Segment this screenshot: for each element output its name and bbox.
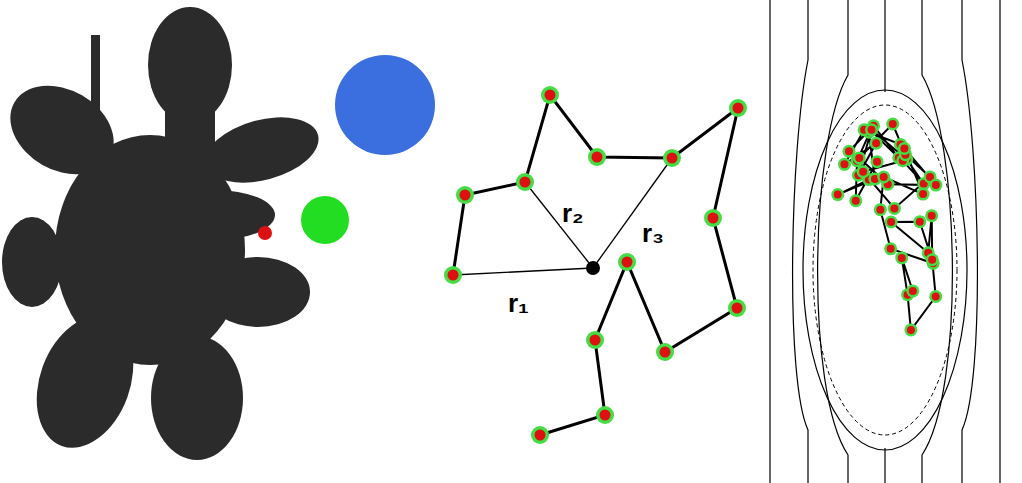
bead-halo [838,158,851,171]
bead-halo [663,149,681,167]
bead-core [916,218,924,226]
bead-halo [913,215,926,228]
flow-lines [770,0,1000,483]
bead-halo [888,202,901,215]
bead-halo [871,155,884,168]
bead-core [600,410,611,421]
bead-core [708,213,719,224]
polymer-chain [453,95,738,435]
bead-core [872,139,880,147]
bead-core [873,158,881,166]
bead-halo [898,142,911,155]
medium-particle [301,196,349,244]
chain-beads [444,86,747,444]
bead-halo [857,165,870,178]
bead-core [928,256,936,264]
bead-halo [704,209,722,227]
bead-halo [849,194,862,207]
bead-core [592,152,603,163]
bead-halo [870,137,883,150]
bead-core [880,173,888,181]
sphere-boundary [813,105,957,435]
bead-halo [541,86,559,104]
bead-halo [444,266,462,284]
bead-core [545,90,556,101]
bead-halo [886,117,899,130]
distance-lines [453,158,672,275]
bead-core [840,160,848,168]
bead-core [876,206,884,214]
bead-core [460,190,471,201]
bead-halo [728,299,746,317]
reference-point [586,261,600,275]
bead-halo [877,170,890,183]
bead-core [889,120,897,128]
bead-core [845,147,853,155]
bead-halo [618,253,636,271]
confined-chain [831,117,942,336]
bead-halo [656,343,674,361]
small-particle [258,226,272,240]
distance-label: r₃ [640,220,666,246]
bead-halo [917,188,930,201]
bead-core [520,177,531,188]
bead-core [448,270,459,281]
bead-halo [456,186,474,204]
bead-core [887,218,895,226]
bead-core [852,197,860,205]
bead-core [898,254,906,262]
bead-core [919,190,927,198]
bead-halo [874,203,887,216]
bead-halo [831,188,844,201]
bead-core [900,144,908,152]
bead-core [868,126,876,134]
distance-label: r₂ [560,200,586,226]
bead-halo [884,242,897,255]
bead-core [535,430,546,441]
bead-core [859,168,867,176]
bead-halo [895,251,908,264]
bead-core [932,181,940,189]
bead-core [890,204,898,212]
bead-halo [925,209,938,222]
bead-core [928,212,936,220]
bead-halo [596,406,614,424]
confined-chain-bonds [838,124,936,330]
bead-halo [586,331,604,349]
bead-core [909,287,917,295]
large-particle [335,55,435,155]
bead-core [732,303,743,314]
bead-core [660,347,671,358]
bead-halo [904,323,917,336]
bead-core [667,153,678,164]
bead-core [932,292,940,300]
bead-halo [906,284,919,297]
bead-halo [865,123,878,136]
bead-halo [885,215,898,228]
bead-halo [531,426,549,444]
bead-halo [929,179,942,192]
blob-aggregate [0,7,326,461]
bead-halo [729,99,747,117]
distance-label: r₁ [506,290,531,316]
bead-core [887,245,895,253]
bead-core [622,257,633,268]
bead-halo [929,290,942,303]
bead-core [855,154,863,162]
bead-core [590,335,601,346]
bead-halo [516,173,534,191]
bead-core [907,326,915,334]
bead-halo [853,151,866,164]
bead-core [834,191,842,199]
bead-core [733,103,744,114]
bead-halo [588,148,606,166]
bead-halo [926,253,939,266]
